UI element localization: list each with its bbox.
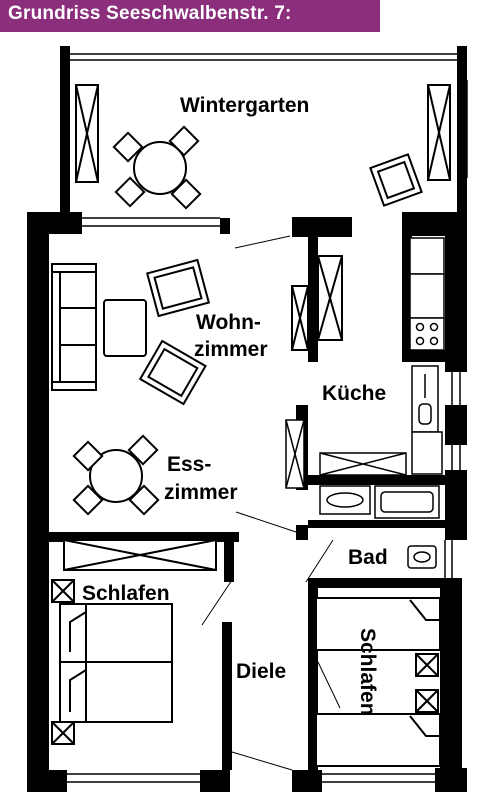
label-bad: Bad: [348, 546, 388, 569]
label-kueche: Küche: [322, 382, 386, 405]
label-schlafen-left: Schlafen: [82, 582, 170, 605]
bathroom-fixtures: [319, 485, 440, 569]
esszimmer-furniture: [72, 434, 160, 516]
label-esszimmer-line2: zimmer: [164, 481, 238, 504]
wintergarten-furniture: [75, 84, 451, 210]
label-wohnzimmer-line1: Wohn-: [196, 311, 261, 334]
label-schlafen-right: Schlafen: [356, 628, 379, 716]
bedroom-right-furniture: [315, 597, 441, 767]
plan-title: Grundriss Seeschwalbenstr. 7:: [8, 3, 292, 24]
label-wintergarten: Wintergarten: [180, 94, 309, 117]
kitchen-fixtures: [285, 237, 445, 489]
label-esszimmer-line1: Ess-: [167, 453, 211, 476]
label-diele: Diele: [236, 660, 286, 683]
door-lines: [201, 235, 341, 771]
room-labels: Wintergarten Wohn- zimmer Küche Ess- zim…: [82, 94, 388, 716]
bedroom-left-furniture: [51, 539, 217, 745]
outer-walls: [27, 46, 467, 792]
label-wohnzimmer-line2: zimmer: [194, 338, 268, 361]
wohnzimmer-furniture: [51, 255, 343, 406]
title-bar: Grundriss Seeschwalbenstr. 7:: [0, 0, 380, 32]
windows: [65, 53, 468, 783]
